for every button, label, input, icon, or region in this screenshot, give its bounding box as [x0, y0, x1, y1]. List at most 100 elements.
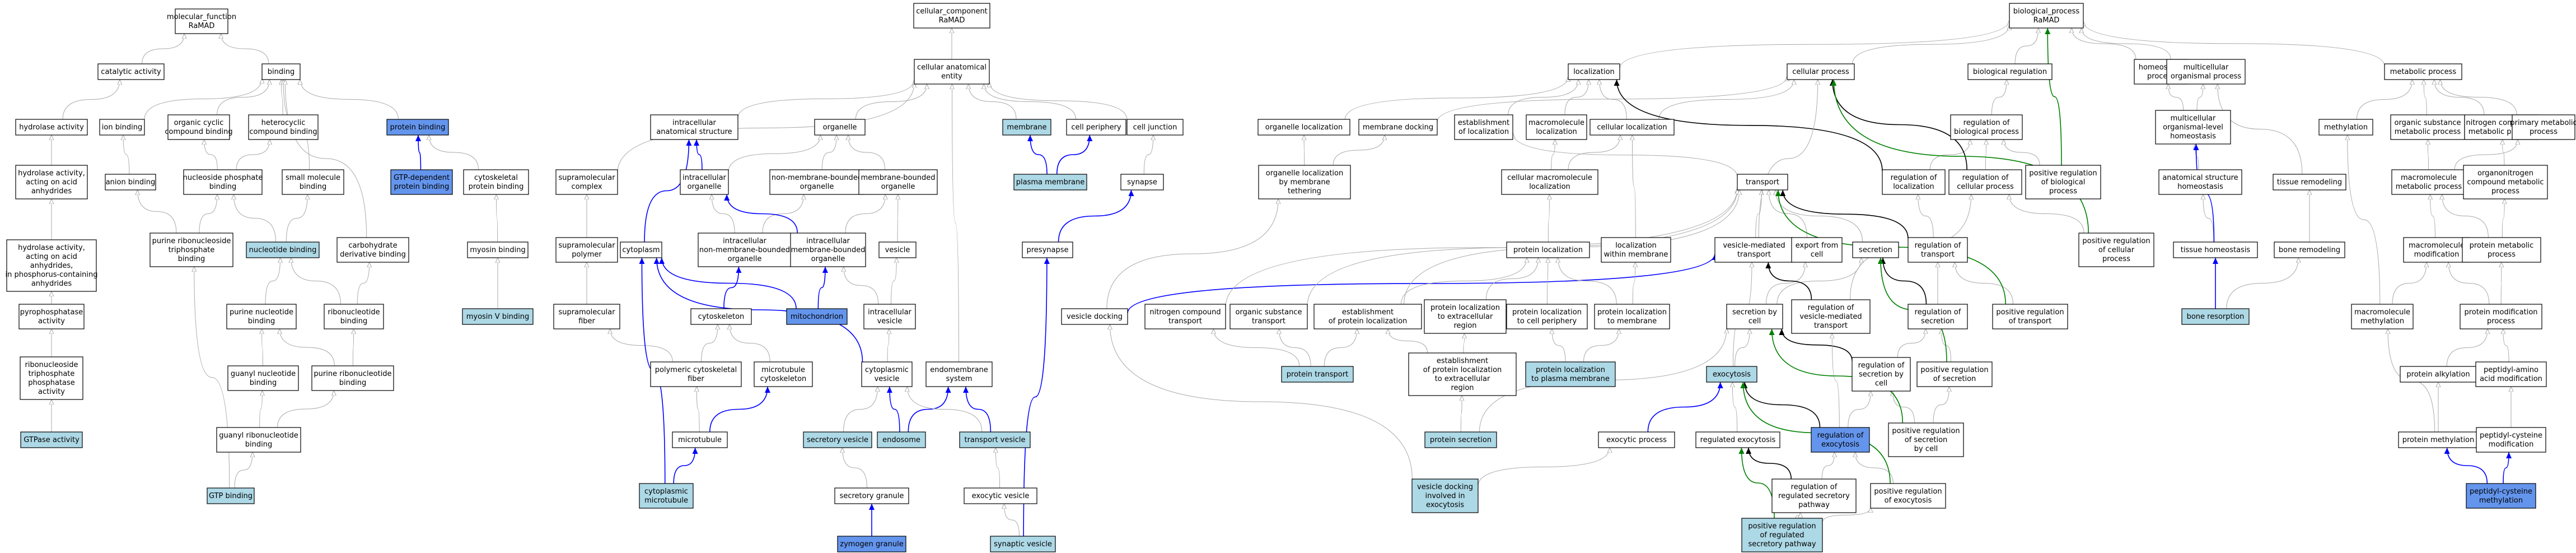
edge-grey — [142, 34, 185, 64]
term-label-line: membrane docking — [1363, 123, 1433, 132]
term-label-line: intracellular — [682, 174, 726, 182]
term-label-line: homeostasis — [2170, 132, 2216, 141]
edge-black — [1880, 257, 1927, 305]
term-box — [2274, 241, 2345, 258]
edge-blue — [908, 386, 951, 433]
edge-grey — [1461, 396, 1462, 433]
edge-grey — [280, 329, 335, 366]
term-label-line: protein secretion — [1430, 436, 1492, 444]
term-label-line: acting on acid — [26, 253, 77, 261]
term-label-line: localization — [1536, 128, 1577, 136]
term-label-line: anhydrides — [31, 280, 72, 288]
term-box — [1908, 237, 1968, 263]
term-box — [1967, 63, 2053, 80]
term-node-cytoplasm: cytoplasm — [620, 241, 662, 258]
term-label-line: vesicle — [877, 317, 903, 326]
term-box — [1916, 361, 1993, 387]
edge-grey — [844, 267, 879, 305]
term-label-line: organelle — [728, 255, 762, 263]
term-label-line: multicellular — [2171, 114, 2216, 123]
term-label-line: phosphatase — [28, 379, 75, 387]
term-box — [2476, 427, 2546, 453]
term-label-line: bone remodeling — [2279, 246, 2340, 254]
edge-grey — [1832, 333, 1840, 428]
term-label-line: intracellular — [672, 119, 716, 127]
term-label-line: regulated secretory — [1778, 492, 1850, 500]
term-box — [1601, 237, 1671, 263]
term-node-hydrolase-activity-acting-on-acid-anhydrides: hydrolase activity,acting on acidanhydri… — [15, 165, 88, 199]
term-box — [672, 431, 728, 448]
edge-blue — [1127, 254, 1718, 314]
term-label-line: protein metabolic — [2470, 241, 2534, 250]
term-label-line: homeostasis — [2177, 183, 2223, 191]
edge-grey — [1485, 258, 1538, 300]
edge-grey — [234, 452, 253, 489]
term-label-line: exocytic vesicle — [972, 492, 1030, 500]
edge-grey — [891, 258, 897, 305]
term-node-cell-periphery: cell periphery — [1066, 119, 1126, 136]
term-node-synapse: synapse — [1120, 174, 1164, 190]
term-box — [467, 241, 529, 258]
term-box — [1737, 174, 1788, 190]
edge-grey — [1933, 387, 1949, 424]
term-box — [2390, 114, 2465, 140]
term-box — [1257, 119, 1350, 136]
edge-blue — [694, 139, 703, 170]
term-box — [282, 169, 344, 195]
term-label-line: polymeric cytoskeletal — [655, 366, 737, 374]
edge-grey — [701, 324, 718, 363]
edge-grey — [262, 329, 263, 366]
term-label-line: presynapse — [1026, 246, 1068, 254]
edge-grey — [217, 80, 270, 115]
edge-grey — [1279, 329, 1311, 367]
term-label-line: supramolecular — [558, 174, 615, 182]
term-node-metabolic-process: metabolic process — [2384, 63, 2462, 80]
term-label-line: of localization — [1458, 128, 1509, 136]
term-node-secretory-granule: secretory granule — [834, 487, 909, 504]
term-label-line: protein binding — [390, 123, 446, 132]
edge-grey — [737, 80, 914, 118]
term-label-line: synapse — [1127, 178, 1157, 187]
term-box — [227, 365, 299, 391]
term-box — [837, 536, 906, 552]
edge-grey — [1324, 329, 1357, 367]
term-box — [639, 483, 694, 509]
edge-blue — [673, 447, 698, 484]
term-label-line: membrane — [1007, 123, 1046, 132]
term-label-line: biological regulation — [1973, 68, 2047, 76]
term-label-line: peptidyl-cysteine — [2470, 487, 2532, 496]
edge-blue — [817, 266, 828, 309]
edge-grey — [1110, 324, 1413, 480]
term-label-line: secretion by — [1859, 370, 1904, 379]
term-label-line: transport — [1921, 250, 1955, 259]
term-label-line: activity — [38, 388, 65, 396]
term-box — [690, 308, 752, 325]
term-box — [18, 304, 85, 329]
term-label-line: cellular process — [1957, 183, 2014, 191]
term-box — [2025, 165, 2101, 199]
edge-grey — [1848, 391, 1871, 428]
term-label-line: microtubule — [644, 496, 688, 505]
edge-blue — [709, 386, 770, 433]
term-label-line: heterocyclic — [261, 119, 306, 127]
term-label-line: binding — [209, 183, 236, 191]
term-label-line: positive regulation — [1874, 487, 1942, 496]
term-label-line: positive regulation — [1892, 427, 1960, 435]
term-label-line: binding — [250, 379, 277, 387]
term-label-line: cell — [1875, 379, 1887, 388]
term-label-line: cell periphery — [1071, 123, 1121, 132]
